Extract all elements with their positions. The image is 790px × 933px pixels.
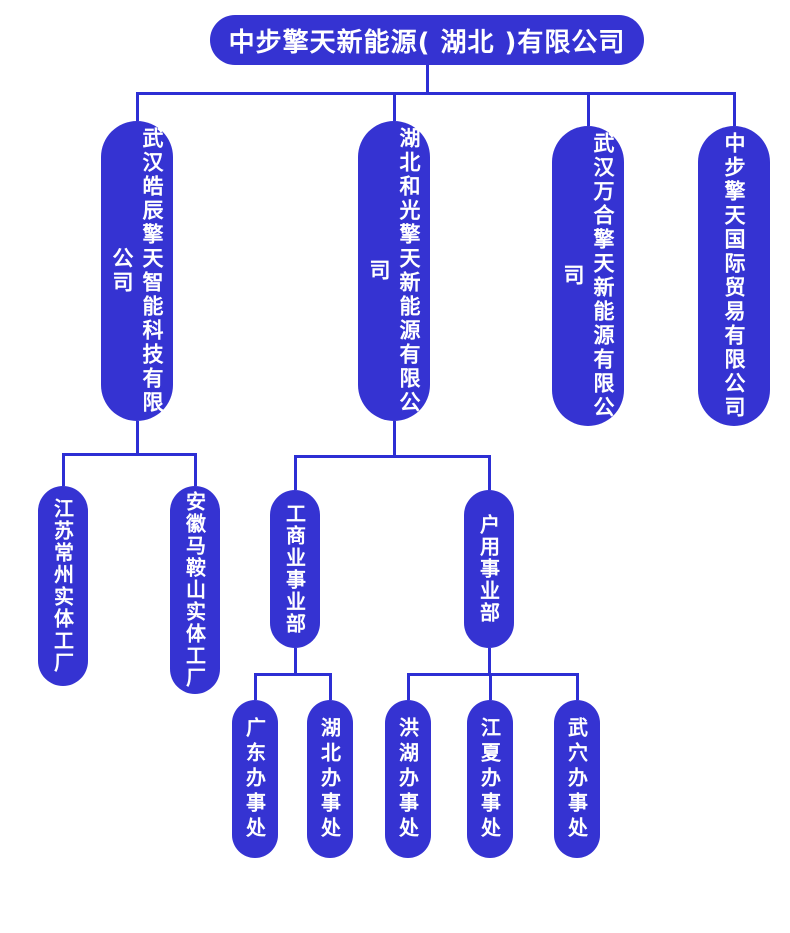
org-node-jiangxia: 江夏办事处 [467,700,513,858]
connector-line [293,454,491,458]
connector-line [61,452,197,456]
connector-line [135,91,736,95]
org-node-root: 中步擎天新能源( 湖北 )有限公司 [210,15,644,65]
org-node-label: 江夏办事处 [477,716,502,842]
org-node-label: 安徽马鞍山实体工厂 [182,491,207,689]
org-node-guangdong: 广东办事处 [232,700,278,858]
org-node-label: 湖北办事处 [317,716,342,842]
org-node-label: 武穴办事处 [564,716,589,842]
connector-line [135,421,139,454]
connector-line [293,648,297,674]
connector-line [487,648,491,674]
connector-line [575,674,579,700]
org-node-wanhe: 武汉万合擎天新能源有限公司 [552,126,624,426]
org-node-label: 中步擎天新能源( 湖北 )有限公司 [228,27,626,58]
org-node-huyong: 户用事业部 [464,490,514,648]
org-node-anhui: 安徽马鞍山实体工厂 [170,486,220,694]
connector-line [253,674,257,700]
org-node-haochen: 武汉皓辰擎天智能科技有限公司 [101,121,173,421]
org-node-honghu: 洪湖办事处 [385,700,431,858]
org-node-label: 工商业事业部 [282,503,307,635]
connector-line [488,674,492,700]
connector-line [487,456,491,490]
org-node-label: 户用事业部 [476,514,501,624]
org-node-label: 江苏常州实体工厂 [50,498,75,674]
org-node-wuxue: 武穴办事处 [554,700,600,858]
connector-line [392,421,396,456]
org-node-label: 中步擎天国际贸易有限公司 [722,132,746,420]
org-node-hubei-office: 湖北办事处 [307,700,353,858]
org-node-label: 洪湖办事处 [395,716,420,842]
connector-line [586,93,590,126]
org-node-label: 湖北和光擎天新能源有限公司 [367,127,421,415]
connector-line [293,456,297,490]
org-node-label: 武汉万合擎天新能源有限公司 [561,132,615,420]
connector-line [732,93,736,126]
org-node-jiangsu: 江苏常州实体工厂 [38,486,88,686]
connector-line [406,674,410,700]
org-node-gongshangye: 工商业事业部 [270,490,320,648]
connector-line [135,93,139,121]
connector-line [253,672,332,676]
org-node-label: 广东办事处 [242,716,267,842]
connector-line [193,454,197,486]
connector-line [392,93,396,121]
connector-line [425,65,429,93]
org-node-label: 武汉皓辰擎天智能科技有限公司 [110,127,164,415]
connector-line [406,672,579,676]
org-node-intl-trade: 中步擎天国际贸易有限公司 [698,126,770,426]
connector-line [61,454,65,486]
org-node-heguang: 湖北和光擎天新能源有限公司 [358,121,430,421]
connector-line [328,674,332,700]
